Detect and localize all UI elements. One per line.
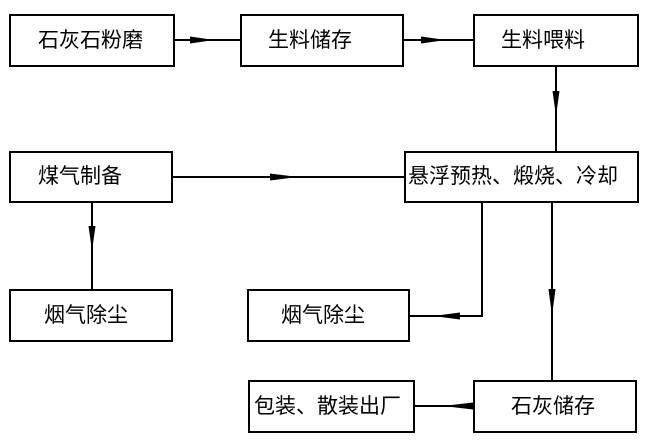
node-gas-making: 煤气制备 (9, 151, 173, 203)
edge-feeding-to-preheat (552, 66, 560, 152)
edge-gas-to-dust-left (88, 202, 96, 290)
node-dust-left: 烟气除尘 (9, 289, 173, 342)
node-label: 包装、散装出厂 (254, 394, 401, 418)
edge-gas-to-preheat (172, 173, 405, 181)
node-label: 烟气除尘 (44, 303, 128, 327)
node-lime-storage: 石灰储存 (473, 380, 637, 433)
node-label: 石灰石粉磨 (38, 28, 143, 52)
node-limestone-grinding: 石灰石粉磨 (9, 14, 175, 67)
node-label: 烟气除尘 (281, 303, 365, 327)
node-label: 生料喂料 (501, 28, 585, 52)
edge-lime-storage-to-packaging (414, 402, 474, 410)
node-label: 石灰储存 (511, 394, 595, 418)
edge-storage-to-feeding (403, 36, 474, 44)
node-label: 悬浮预热、煅烧、冷却 (408, 164, 618, 188)
node-label: 生料储存 (268, 28, 352, 52)
edge-preheat-to-lime-storage (548, 202, 556, 381)
node-packaging: 包装、散装出厂 (248, 380, 415, 433)
node-preheat-calcine-cool: 悬浮预热、煅烧、冷却 (404, 151, 639, 203)
node-dust-right: 烟气除尘 (247, 289, 410, 342)
edge-grinding-to-storage (174, 36, 241, 44)
edge-preheat-to-dust-right (409, 202, 483, 320)
node-label: 煤气制备 (38, 164, 122, 188)
node-raw-storage: 生料储存 (240, 14, 404, 67)
node-raw-feeding: 生料喂料 (473, 14, 639, 67)
